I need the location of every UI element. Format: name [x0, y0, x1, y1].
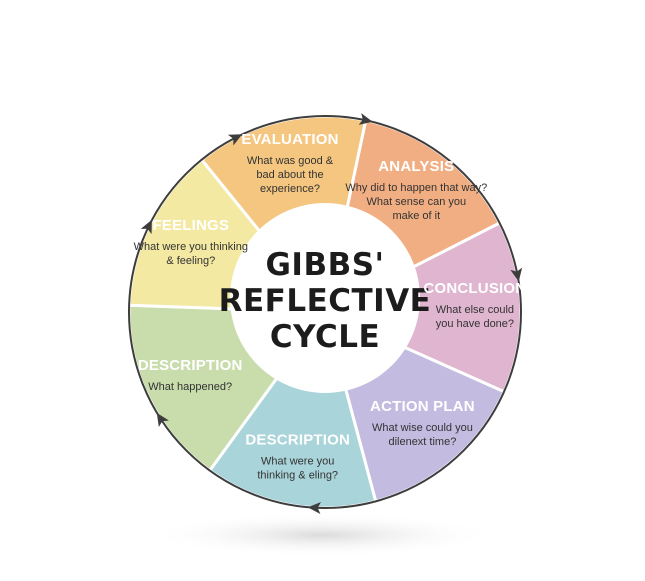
- segment-description-title: DESCRIPTION: [245, 432, 350, 449]
- segment-action-plan-prompt-line: dilenext time?: [388, 436, 456, 448]
- outer-ring: [128, 115, 522, 509]
- segment-action-plan-title: ACTION PLAN: [370, 398, 475, 415]
- segment-evaluation-title: EVALUATION: [241, 131, 338, 148]
- center-circle: [230, 203, 420, 393]
- cycle-arrow-icon: [358, 113, 373, 125]
- segment-conclusion-title: CONCLUSION: [423, 280, 526, 297]
- segment-conclusion-prompt-line: What else could: [436, 304, 514, 316]
- cycle-arrow-icon: [510, 267, 523, 282]
- segment-description-title: DESCRIPTION: [138, 357, 243, 374]
- segment-feelings-prompt-line: & feeling?: [166, 255, 215, 267]
- arrows-layer: [140, 113, 523, 515]
- segment-evaluation-prompt-line: bad about the: [256, 169, 323, 181]
- segment-evaluation-prompt-line: experience?: [260, 183, 320, 195]
- cycle-arrow-icon: [140, 219, 152, 235]
- segment-description-prompt-line: What happened?: [148, 381, 232, 393]
- segment-analysis-prompt-line: Why did to happen that way?: [345, 182, 487, 194]
- segment-description-prompt-line: thinking & eling?: [257, 470, 338, 482]
- segment-analysis-title: ANALYSIS: [378, 158, 454, 175]
- segment-feelings-title: FEELINGS: [152, 217, 229, 234]
- segment-analysis-prompt-line: What sense can you: [366, 196, 466, 208]
- segment-analysis-prompt-line: make of it: [392, 210, 440, 222]
- center-title-line-3: CYCLE: [270, 319, 380, 355]
- segment-description-prompt-line: What were you: [261, 456, 334, 468]
- center-title-line-2: REFLECTIVE: [219, 283, 432, 319]
- segment-action-plan-prompt-line: What wise could you: [372, 422, 473, 434]
- segment-evaluation-prompt-line: What was good &: [247, 155, 334, 167]
- cycle-arrow-icon: [156, 412, 169, 427]
- drop-shadow: [147, 513, 497, 557]
- cycle-arrow-icon: [227, 134, 243, 146]
- segment-conclusion-prompt-line: you have done?: [436, 318, 514, 330]
- center-title-line-1: GIBBS': [265, 247, 384, 283]
- segment-feelings-prompt-line: What were you thinking: [134, 241, 248, 253]
- labels-layer: DESCRIPTION What happened? FEELINGS What we…: [134, 131, 526, 482]
- cycle-arrow-icon: [307, 502, 322, 515]
